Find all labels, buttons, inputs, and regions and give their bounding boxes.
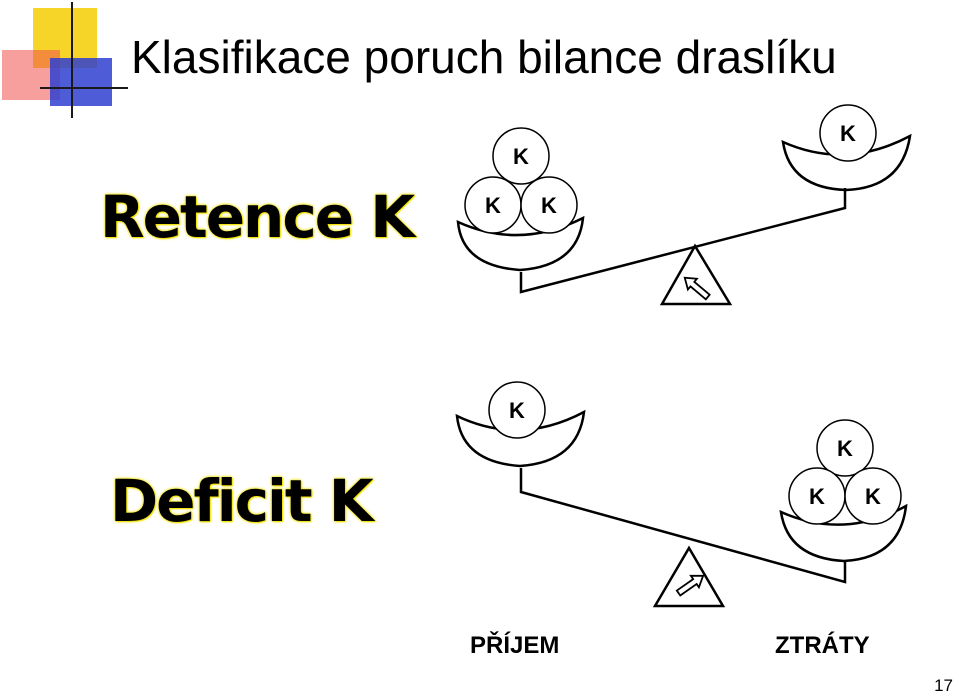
ball (520, 176, 578, 234)
retence-left-balls: K K K (464, 127, 578, 234)
ball-label: K (865, 484, 881, 509)
retence-beam (519, 188, 847, 294)
deficit-right-pan (779, 503, 908, 563)
page-number: 17 (934, 676, 953, 695)
deficit-right-balls: K K K (788, 419, 902, 525)
ball (492, 127, 550, 185)
retence-left-pan (456, 215, 585, 272)
ball-label: K (513, 144, 529, 169)
slide-logo-graphic (2, 2, 128, 118)
ball (816, 419, 874, 477)
retence-fulcrum (659, 243, 733, 306)
ball-label: K (485, 193, 501, 218)
retence-arrow-icon (683, 276, 711, 301)
deficit-fulcrum (652, 545, 726, 608)
slide-title: Klasifikace poruch bilance draslíku (131, 31, 837, 83)
retence-label: Retence K (100, 183, 415, 251)
ball (488, 381, 546, 439)
logo-blue-square (50, 58, 112, 106)
ball-label: K (509, 398, 525, 423)
ball-label: K (541, 193, 557, 218)
ball-label: K (840, 121, 856, 146)
deficit-left-balls: K (488, 381, 546, 439)
ball (844, 467, 902, 525)
prijem-label: PŘÍJEM (470, 632, 560, 659)
deficit-arrow-icon (675, 574, 705, 597)
ball-label: K (837, 436, 853, 461)
ztraty-label: ZTRÁTY (775, 632, 870, 659)
ball-label: K (809, 484, 825, 509)
retence-right-balls: K (819, 104, 877, 162)
deficit-label: Deficit K (110, 467, 374, 535)
deficit-beam (519, 468, 847, 584)
ball (819, 104, 877, 162)
